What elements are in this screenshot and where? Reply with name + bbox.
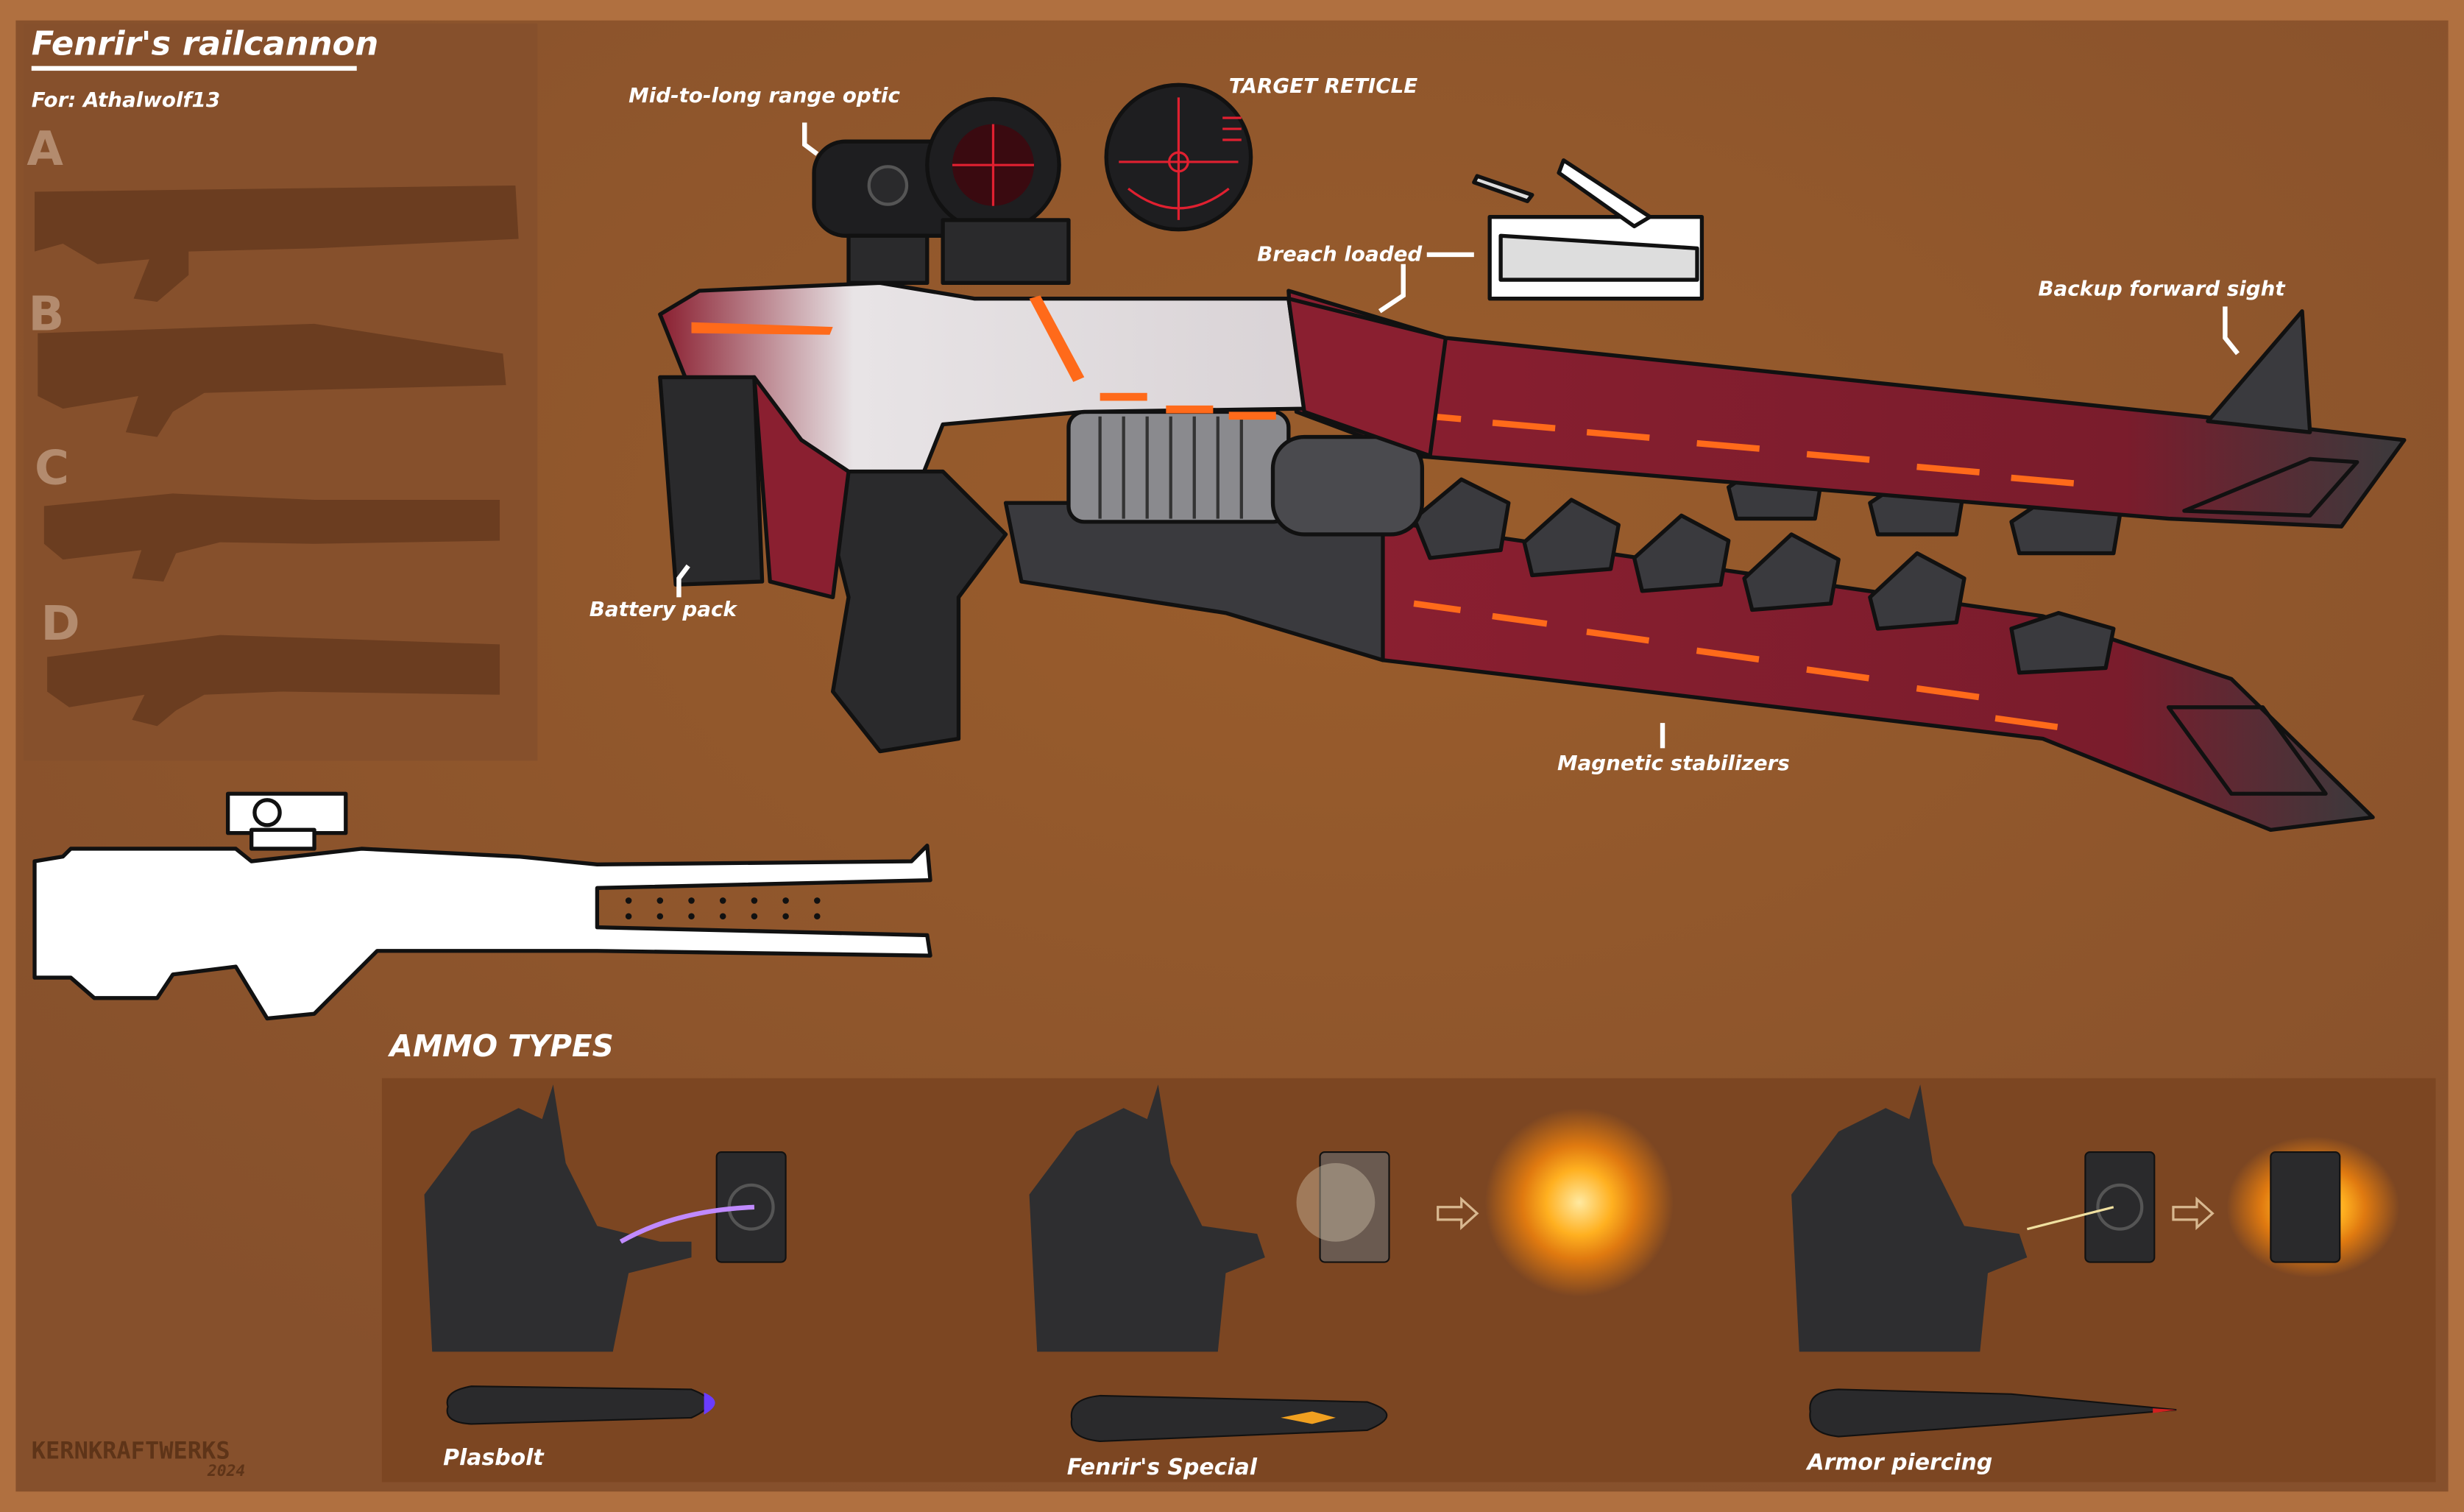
page-title: Fenrir's railcannon	[32, 24, 379, 63]
ammo-armor-piercing: Armor piercing	[1791, 1084, 2400, 1475]
shooter-silhouette	[1029, 1084, 1265, 1352]
ammo-heading: AMMO TYPES	[388, 1028, 614, 1064]
railcannon-illustration: Mid-to-long range optic TARGET RETICLE B…	[590, 74, 2407, 833]
round-fenrirs-special	[1070, 1394, 1388, 1442]
variant-letter-a: A	[26, 122, 63, 177]
variant-panel: Fenrir's railcannon For: Athalwolf13 A B…	[24, 24, 538, 761]
battery-pack	[658, 375, 765, 587]
variant-silhouette-b	[38, 323, 506, 437]
target-plate	[2084, 1151, 2156, 1263]
variant-letter-d: D	[41, 597, 80, 651]
watermark-year: 2024	[207, 1462, 245, 1480]
forward-sight	[2206, 309, 2312, 434]
variant-silhouette-c	[43, 493, 500, 582]
arrow-icon	[2172, 1196, 2215, 1231]
target-reticle	[1104, 82, 1253, 232]
arrow-icon	[1437, 1196, 1479, 1231]
shooter-silhouette	[1791, 1084, 2028, 1352]
ammo-panel	[381, 1078, 2436, 1483]
callout-breach: Breach loaded	[1257, 241, 1423, 266]
callout-optic: Mid-to-long range optic	[629, 83, 900, 107]
round-plasbolt	[446, 1385, 709, 1425]
ammo-label-plasbolt: Plasbolt	[443, 1445, 545, 1471]
watermark-studio: KERNKRAFTWERKS	[32, 1436, 230, 1464]
ammo-label-fenrirs-special: Fenrir's Special	[1067, 1455, 1258, 1480]
callout-reticle: TARGET RETICLE	[1229, 74, 1418, 98]
target-plate	[1319, 1151, 1390, 1263]
ammo-plasbolt: Plasbolt	[424, 1084, 787, 1471]
pistol-grip	[815, 469, 1008, 754]
shooter-silhouette	[424, 1084, 692, 1352]
optic	[812, 96, 1071, 285]
title-underline	[31, 66, 357, 71]
lineart-side-view	[32, 791, 932, 1021]
ammo-label-armor-piercing: Armor piercing	[1805, 1449, 1992, 1475]
commission-for: For: Athalwolf13	[32, 88, 220, 112]
callout-battery: Battery pack	[590, 597, 738, 621]
plasma-beam	[619, 1204, 755, 1244]
variant-letter-c: C	[35, 442, 69, 496]
round-armor-piercing	[1809, 1388, 2177, 1438]
explosion	[1484, 1108, 1674, 1297]
callout-stabilizers: Magnetic stabilizers	[1557, 751, 1790, 775]
breach-inset	[1472, 158, 1704, 301]
ammo-fenrirs-special: Fenrir's Special	[1029, 1084, 1674, 1480]
variant-silhouette-d	[47, 635, 500, 727]
variant-silhouette-a	[35, 185, 519, 302]
upper-rail	[1286, 289, 2407, 529]
callout-forward-sight: Backup forward sight	[2038, 276, 2286, 300]
